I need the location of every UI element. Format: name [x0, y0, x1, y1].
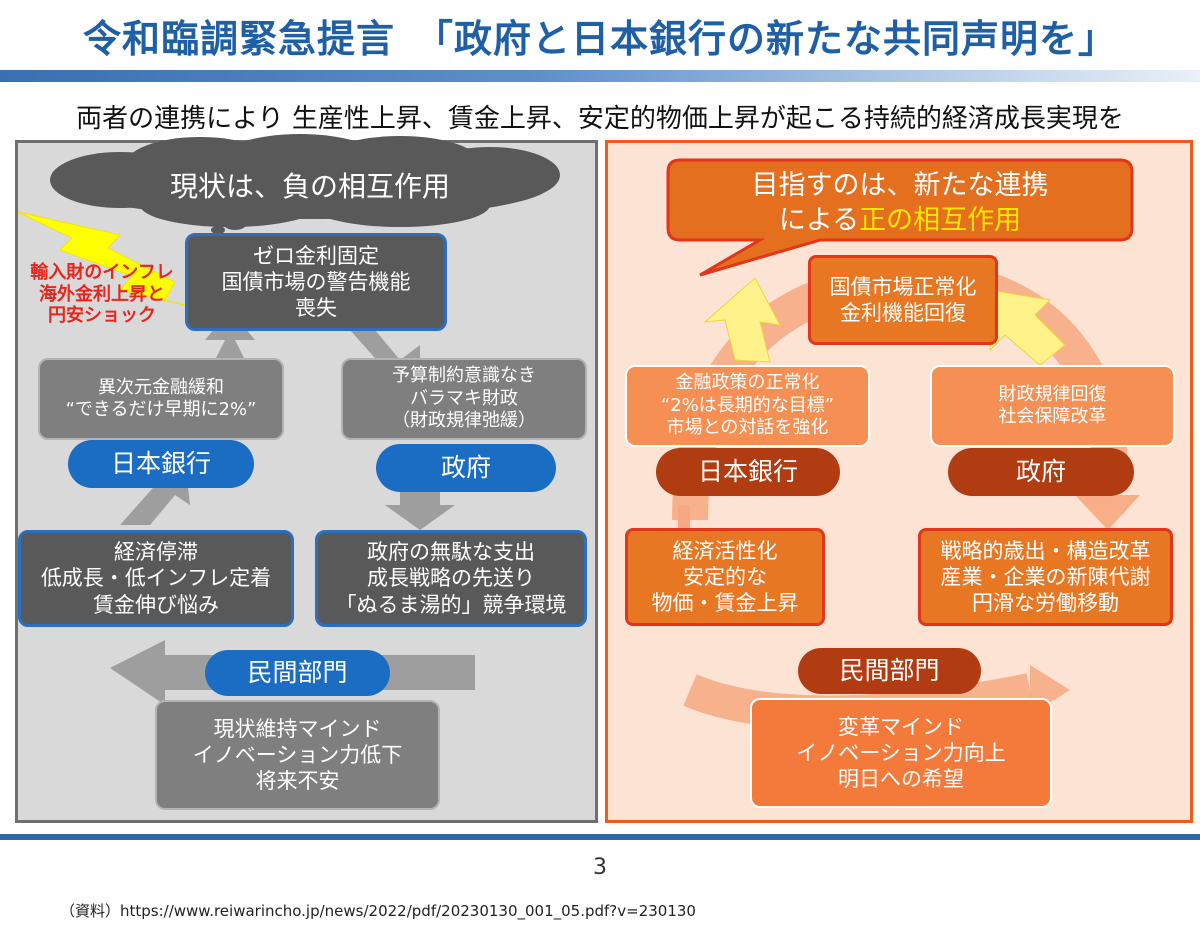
boj-label-right: 日本銀行	[656, 448, 840, 496]
shock-label: 輸入財のインフレ 海外金利上昇と 円安ショック	[30, 262, 174, 327]
structural-reform-box: 戦略的歳出・構造改革 産業・企業の新陳代謝 円滑な労働移動	[918, 528, 1173, 626]
gov-policy-box: 予算制約意識なき バラマキ財政 （財政規律弛緩）	[341, 358, 587, 440]
speech-bubble-shape	[666, 158, 1134, 277]
page-title: 令和臨調緊急提言 「政府と日本銀行の新たな共同声明を」	[82, 17, 1117, 61]
private-sector-label-right: 民間部門	[798, 648, 981, 694]
page-subtitle: 両者の連携により 生産性上昇、賃金上昇、安定的物価上昇が起こる持続的経済成長実現…	[76, 104, 1124, 134]
up-arrow-icon	[989, 289, 1066, 366]
thought-cloud-shape	[50, 134, 560, 234]
source-citation: （資料）https://www.reiwarincho.jp/news/2022…	[60, 902, 696, 920]
bubble-line-1: 目指すのは、新たな連携	[751, 170, 1049, 201]
boj-policy-box: 異次元金融緩和 “できるだけ早期に2%”	[38, 358, 284, 440]
zero-rate-box: ゼロ金利固定 国債市場の警告機能 喪失	[185, 233, 447, 331]
page-number: 3	[593, 855, 607, 880]
wasteful-spending-box: 政府の無駄な支出 成長戦略の先送り 「ぬるま湯的」競争環境	[315, 530, 587, 627]
footer-divider	[0, 834, 1200, 840]
up-arrow-icon	[678, 505, 690, 528]
cloud-title: 現状は、負の相互作用	[169, 170, 450, 203]
bond-normalization-box: 国債市場正常化 金利機能回復	[808, 255, 998, 345]
boj-normalization-box: 金融政策の正常化 “2%は長期的な目標” 市場との対話を強化	[625, 365, 870, 447]
bubble-line-2-prefix: による	[778, 205, 860, 237]
bubble-text: 目指すのは、新たな連携 による正の相互作用	[668, 168, 1132, 238]
header-divider	[0, 70, 1200, 82]
fiscal-discipline-box: 財政規律回復 社会保障改革	[930, 365, 1175, 447]
up-arrow-icon	[703, 277, 781, 363]
status-quo-box: 現状維持マインド イノベーション力低下 将来不安	[155, 700, 440, 810]
gov-label: 政府	[376, 444, 556, 492]
activation-box: 経済活性化 安定的な 物価・賃金上昇	[625, 528, 825, 626]
stagnation-box: 経済停滞 低成長・低インフレ定着 賃金伸び悩み	[18, 530, 294, 627]
bubble-highlight: 正の相互作用	[859, 205, 1022, 237]
bubble-line-2: による正の相互作用	[668, 203, 1132, 238]
reform-mind-box: 変革マインド イノベーション力向上 明日への希望	[750, 698, 1052, 808]
gov-label-right: 政府	[948, 448, 1134, 496]
boj-label: 日本銀行	[68, 440, 254, 488]
private-sector-label: 民間部門	[205, 650, 390, 696]
